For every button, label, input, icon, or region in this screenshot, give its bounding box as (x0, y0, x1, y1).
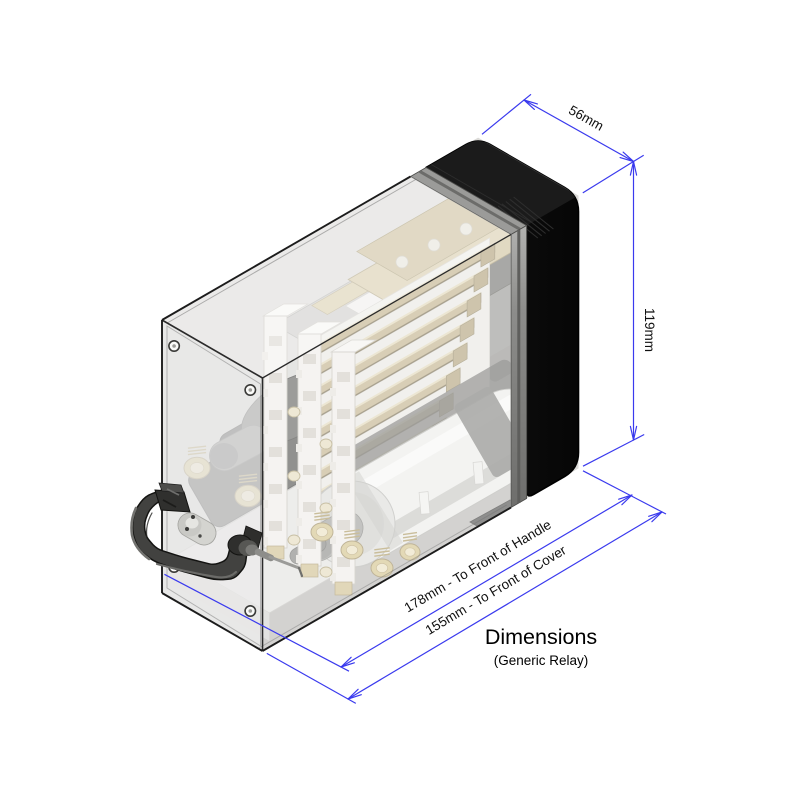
figure-subtitle: (Generic Relay) (494, 653, 589, 668)
relay-handle (130, 482, 304, 581)
cover-rear-rim (409, 166, 528, 509)
figure-caption: Dimensions (Generic Relay) (485, 625, 597, 668)
dimension-height-label: 119mm (642, 308, 657, 352)
relay-case (425, 140, 580, 497)
dimension-height-119mm: 119mm (582, 160, 657, 467)
figure-title: Dimensions (485, 625, 597, 649)
relay-cover (161, 175, 512, 652)
